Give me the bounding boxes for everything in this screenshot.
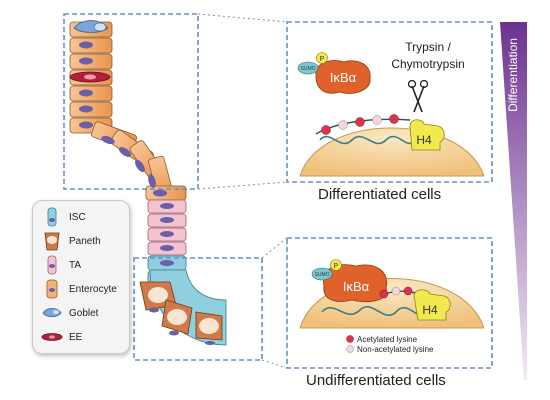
h4-block-bottom (413, 289, 451, 321)
p-label-bottom: P (334, 263, 339, 270)
legend-acetylated-label: Acetylated lysine (357, 335, 418, 344)
lysine-acetylated (403, 286, 413, 296)
legend-item-enterocyte: Enterocyte (41, 278, 129, 300)
lysine-acetylated (389, 114, 399, 124)
scissors-icon (407, 79, 429, 113)
legend-item-paneth: Paneth (41, 230, 129, 252)
enterocyte-stack-top (69, 21, 187, 201)
enterocyte-icon (46, 279, 58, 299)
p-tag-bottom (330, 259, 342, 271)
lysine-non-acetylated (372, 115, 382, 125)
ikba-label-top: IκBα (330, 70, 357, 85)
legend-item-goblet: Goblet (41, 302, 129, 324)
legend-acetylated-dot (346, 335, 354, 343)
protease-line2: Chymotrypsin (391, 57, 464, 71)
ta-icon (47, 255, 57, 275)
isc-icon (47, 207, 57, 227)
legend-label-paneth: Paneth (69, 235, 101, 247)
legend-item-isc: ISC (41, 206, 129, 228)
differentiated-caption: Differentiated cells (318, 186, 442, 203)
ee-cell-top (69, 71, 111, 83)
crypt-base (139, 269, 227, 346)
lysine-non-acetylated (338, 120, 348, 130)
legend-label-ee: EE (69, 331, 83, 343)
protease-line1: Trypsin / (405, 40, 451, 54)
h4-block-top (409, 119, 445, 151)
ee-icon (41, 333, 63, 341)
differentiated-panel: IκBα SUMO P Trypsin / Chymotrypsin H4 (297, 40, 485, 177)
lysine-acetylated (379, 289, 389, 299)
legend-item-ta: TA (41, 254, 129, 276)
lysine-non-acetylated (391, 286, 401, 296)
dna-strand-bottom (321, 306, 429, 316)
dna-strand-top (319, 135, 417, 145)
frames (63, 13, 493, 369)
ta-cell-stack (147, 199, 187, 256)
legend-label-ta: TA (69, 259, 82, 271)
p-tag-top (316, 52, 328, 64)
lysine-acetylated (355, 117, 365, 127)
sumo-label-bottom: SUMO (315, 272, 330, 278)
goblet-icon (42, 308, 62, 318)
differentiation-gradient: Differentiation (500, 22, 527, 380)
legend-label-enterocyte: Enterocyte (69, 283, 117, 295)
h4-label-top: H4 (416, 133, 432, 147)
goblet-cell-top (73, 20, 109, 33)
undifferentiated-caption: Undifferentiated cells (306, 372, 446, 389)
legend-label-isc: ISC (69, 211, 86, 223)
ikba-blob-top (315, 60, 371, 94)
nucleus-top (299, 127, 485, 177)
legend-non-acetylated-dot (346, 345, 354, 353)
undifferentiated-panel: IκBα SUMO P H4 Acetylated lysine Non-ace… (299, 259, 485, 354)
sumo-tag-top (297, 61, 319, 75)
gradient-label: Differentiation (506, 38, 520, 112)
h4-label-bottom: H4 (422, 303, 438, 317)
legend-item-ee: EE (41, 326, 129, 348)
ikba-label-bottom: IκBα (343, 279, 370, 294)
p-label-top: P (320, 56, 325, 63)
paneth-icon (44, 232, 60, 251)
sumo-label-top: SUMO (301, 66, 316, 72)
cell-legend: ISC Paneth TA Enterocyte Goblet EE (32, 200, 130, 354)
gradient-wedge (500, 22, 527, 380)
lysine-acetylated (321, 125, 331, 135)
sumo-tag-bottom (311, 267, 333, 281)
legend-label-goblet: Goblet (69, 307, 99, 319)
legend-non-acetylated-label: Non-acetylated lysine (357, 345, 434, 354)
